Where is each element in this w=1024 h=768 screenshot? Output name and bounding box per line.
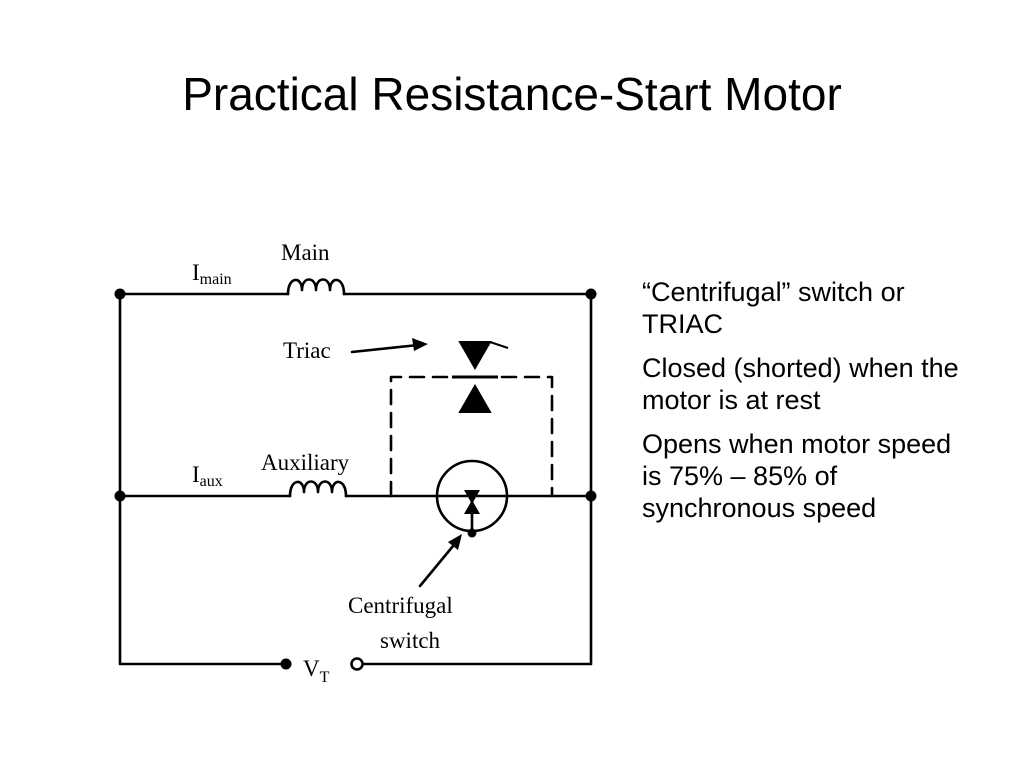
- switch-contact-upper: [464, 490, 480, 504]
- centrifugal-label: Centrifugal: [348, 593, 453, 618]
- triac-symbol: [452, 341, 509, 413]
- junction-dot-main-right: [585, 288, 597, 300]
- aux-winding-coil: [288, 480, 348, 498]
- slide-title: Practical Resistance-Start Motor: [182, 68, 842, 120]
- switch-contact-lower: [464, 500, 480, 514]
- note-item: Opens when motor speed is 75% – 85% of s…: [642, 429, 952, 523]
- note-item: Closed (shorted) when the motor is at re…: [642, 353, 959, 415]
- vt-label: VT: [303, 656, 330, 686]
- right-rail-wire: [355, 292, 593, 666]
- junction-dot-aux-left: [114, 490, 126, 502]
- bullet-notes: “Centrifugal” switch or TRIAC Closed (sh…: [642, 276, 972, 536]
- auxiliary-winding-label: Auxiliary: [261, 450, 350, 475]
- triac-arrow-head: [412, 338, 428, 351]
- main-winding-coil: [286, 278, 346, 296]
- left-rail-wire: [118, 292, 288, 666]
- junction-dot-main-left: [114, 288, 126, 300]
- terminal-open-vt: [350, 657, 364, 671]
- switch-contact-dot: [467, 528, 477, 538]
- triac-pointer-arrow: [350, 343, 420, 354]
- note-item: “Centrifugal” switch or TRIAC: [642, 277, 905, 339]
- i-main-label: Imain: [192, 260, 232, 288]
- switch-pointer-arrow: [418, 538, 460, 588]
- junction-dot-aux-right: [585, 490, 597, 502]
- triac-label: Triac: [283, 338, 331, 363]
- switch-arrow-head: [448, 534, 462, 550]
- terminal-dot-vt: [280, 658, 292, 670]
- i-aux-label: Iaux: [192, 462, 223, 490]
- triac-dashed-box: [389, 375, 554, 498]
- main-winding-label: Main: [281, 240, 330, 265]
- switch-label: switch: [380, 628, 441, 653]
